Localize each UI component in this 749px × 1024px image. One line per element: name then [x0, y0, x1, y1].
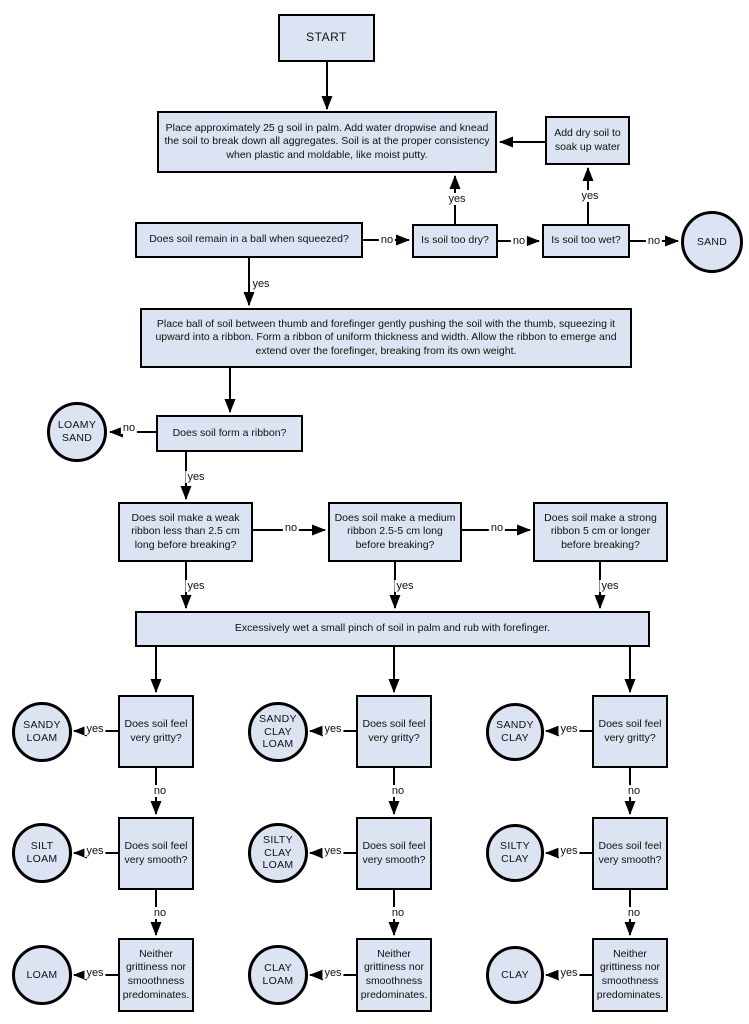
terminal-loamy-sand: LOAMY SAND [47, 402, 107, 462]
edge-label-no: no [151, 785, 169, 797]
edge-label-yes: yes [185, 471, 207, 483]
edge-label-no: no [389, 907, 407, 919]
edge-label-yes: yes [394, 580, 416, 592]
node-smooth-question-col3: Does soil feel very smooth? [592, 817, 668, 890]
edge-label-yes: yes [558, 967, 580, 979]
terminal-clay-loam: CLAY LOAM [248, 945, 308, 1005]
terminal-sandy-clay: SANDY CLAY [486, 703, 544, 761]
edge-label-yes: yes [250, 278, 272, 290]
node-gritty-question-col3: Does soil feel very gritty? [592, 695, 668, 768]
node-strong-ribbon-question: Does soil make a strong ribbon 5 cm or l… [533, 502, 668, 562]
terminal-silt-loam: SILT LOAM [12, 823, 72, 883]
edge-label-yes: yes [84, 845, 106, 857]
edge-label-yes: yes [558, 723, 580, 735]
node-gritty-question-col2: Does soil feel very gritty? [356, 695, 432, 768]
node-neither-question-col3: Neither grittiness nor smoothness predom… [592, 938, 668, 1012]
edge-label-no: no [488, 522, 506, 534]
node-ribbon-instructions: Place ball of soil between thumb and for… [140, 308, 632, 368]
edge-label-yes: yes [185, 580, 207, 592]
edge-label-yes: yes [446, 193, 468, 205]
node-ball-question: Does soil remain in a ball when squeezed… [135, 222, 363, 258]
edge-label-no: no [510, 235, 528, 247]
edge-label-yes: yes [84, 967, 106, 979]
edge-label-yes: yes [322, 723, 344, 735]
terminal-silty-clay-loam: SILTY CLAY LOAM [248, 823, 308, 883]
terminal-sand: SAND [681, 211, 743, 273]
node-neither-question-col2: Neither grittiness nor smoothness predom… [356, 938, 432, 1012]
terminal-silty-clay: SILTY CLAY [486, 824, 544, 882]
node-smooth-question-col1: Does soil feel very smooth? [118, 817, 194, 890]
edge-label-no: no [625, 785, 643, 797]
node-add-dry-soil: Add dry soil to soak up water [545, 116, 630, 165]
node-wet-pinch-instruction: Excessively wet a small pinch of soil in… [135, 611, 650, 647]
node-start: START [278, 14, 375, 62]
edge-label-no: no [645, 235, 663, 247]
terminal-sandy-loam: SANDY LOAM [12, 702, 72, 762]
node-too-wet-question: Is soil too wet? [542, 224, 630, 258]
node-too-dry-question: Is soil too dry? [412, 224, 498, 258]
node-gritty-question-col1: Does soil feel very gritty? [118, 695, 194, 768]
terminal-clay: CLAY [486, 946, 544, 1004]
edge-label-yes: yes [84, 723, 106, 735]
node-neither-question-col1: Neither grittiness nor smoothness predom… [118, 938, 194, 1012]
node-weak-ribbon-question: Does soil make a weak ribbon less than 2… [118, 502, 253, 562]
edge-label-yes: yes [322, 845, 344, 857]
edge-label-yes: yes [579, 190, 601, 202]
edge-label-no: no [625, 907, 643, 919]
terminal-loam: LOAM [12, 945, 72, 1005]
edge-label-no: no [151, 907, 169, 919]
edge-label-no: no [389, 785, 407, 797]
node-medium-ribbon-question: Does soil make a medium ribbon 2.5-5 cm … [328, 502, 462, 562]
node-smooth-question-col2: Does soil feel very smooth? [356, 817, 432, 890]
edge-label-no: no [120, 422, 138, 434]
edge-label-yes: yes [322, 967, 344, 979]
node-knead-instructions: Place approximately 25 g soil in palm. A… [157, 111, 497, 173]
node-form-ribbon-question: Does soil form a ribbon? [156, 415, 303, 452]
edge-label-no: no [378, 234, 396, 246]
edge-label-yes: yes [599, 580, 621, 592]
edge-label-no: no [282, 522, 300, 534]
edge-label-yes: yes [558, 845, 580, 857]
terminal-sandy-clay-loam: SANDY CLAY LOAM [248, 702, 308, 762]
